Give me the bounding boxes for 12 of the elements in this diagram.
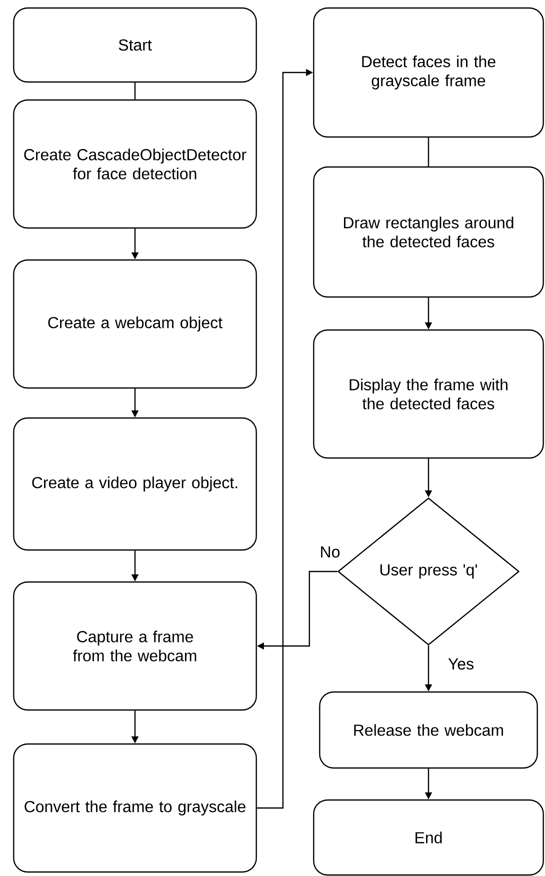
process-box: Create a video player object.	[13, 417, 257, 551]
process-box: Create CascadeObjectDetector for face detection	[13, 99, 257, 229]
edge-label: Yes	[446, 657, 476, 671]
process-box: Convert the frame to grayscale	[13, 743, 257, 873]
process-box: Create a webcam object	[13, 259, 257, 389]
process-box: End	[313, 799, 544, 876]
process-box: Capture a frame from the webcam	[13, 581, 257, 711]
process-box: Release the webcam	[319, 691, 538, 769]
process-box: Start	[13, 7, 257, 83]
process-box: Display the frame with the detected faces	[313, 329, 544, 459]
process-box: Draw rectangles around the detected faces	[313, 166, 544, 298]
process-box: Detect faces in the grayscale frame	[313, 7, 544, 138]
